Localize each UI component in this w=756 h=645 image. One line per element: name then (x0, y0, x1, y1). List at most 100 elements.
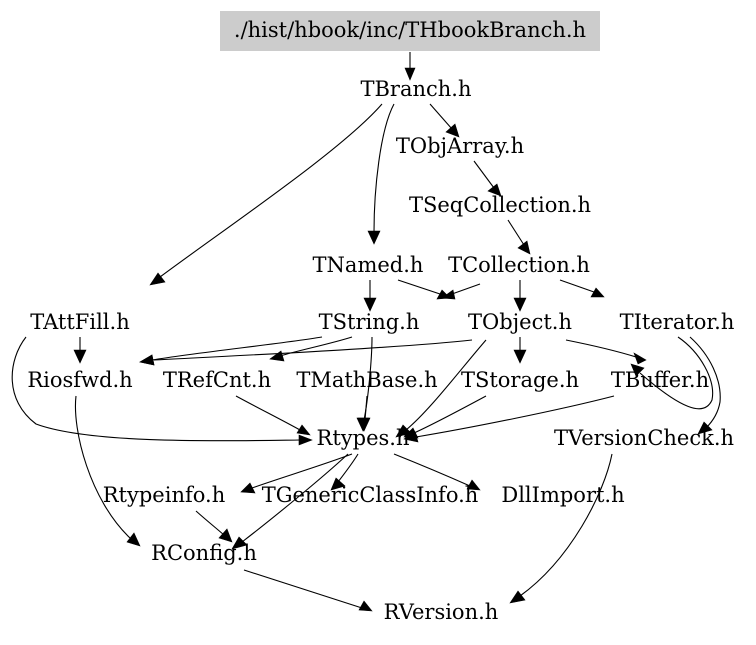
graph-node-tgenericclassinfo[interactable]: TGenericClassInfo.h (262, 483, 479, 507)
arrowhead-icon (633, 352, 647, 365)
arrowhead-icon (126, 532, 141, 547)
edge-tnamed-to-tobject (397, 279, 451, 300)
graph-node-tobjarray[interactable]: TObjArray.h (396, 134, 524, 158)
edge-line (429, 103, 453, 130)
node-highlight-box (220, 11, 600, 51)
edge-rtypes-to-dllimport (393, 453, 481, 491)
graph-node-dllimport[interactable]: DllImport.h (501, 483, 624, 507)
edge-tcollection-to-tobject2 (441, 283, 481, 300)
graph-node-rconfig[interactable]: RConfig.h (151, 541, 257, 565)
arrowhead-icon (269, 350, 285, 362)
edge-tcollection-to-tobject (513, 280, 527, 312)
graph-node-tbranch[interactable]: TBranch.h (360, 77, 471, 101)
edge-line (153, 339, 473, 361)
graph-node-tattfill[interactable]: TAttFill.h (30, 310, 129, 334)
arrowhead-icon (73, 349, 87, 364)
edge-tmathbase-to-rtypes (357, 395, 371, 432)
node-label-tcollection: TCollection.h (448, 253, 590, 277)
arrowhead-icon (367, 230, 381, 245)
edge-tversioncheck-to-rversion (509, 453, 613, 604)
graph-node-tstring[interactable]: TString.h (319, 310, 420, 334)
arrowhead-icon (697, 421, 713, 435)
edge-tstring-to-tmathbase (269, 336, 353, 362)
graph-node-tnamed[interactable]: TNamed.h (313, 253, 424, 277)
edge-line (565, 339, 637, 358)
graph-node-trefcnt[interactable]: TRefCnt.h (163, 368, 271, 392)
edge-line (639, 336, 714, 410)
node-label-titerator: TIterator.h (620, 310, 735, 334)
edge-riosfwd-to-rconfig (74, 395, 141, 547)
arrowhead-icon (330, 477, 346, 491)
arrowhead-icon (240, 482, 256, 494)
graph-node-tseqcollection[interactable]: TSeqCollection.h (409, 193, 591, 217)
edge-tstring-to-trefcnt (139, 336, 323, 366)
arrowhead-icon (296, 424, 311, 436)
node-label-tstring: TString.h (319, 310, 420, 334)
graph-node-tobject[interactable]: TObject.h (468, 310, 572, 334)
edge-titerator-to-tbuffer (630, 336, 714, 410)
graph-node-tversioncheck[interactable]: TVersionCheck.h (554, 426, 734, 450)
node-label-tbuffer: TBuffer.h (611, 368, 709, 392)
edge-line (74, 395, 131, 539)
edge-tbuffer-to-rtypes (403, 395, 615, 443)
arrowhead-icon (231, 536, 248, 550)
node-label-tnamed: TNamed.h (313, 253, 424, 277)
edge-rtypes-to-tgenericclassinfo (330, 453, 359, 491)
graph-node-root[interactable]: ./hist/hbook/inc/THbookBranch.h (220, 11, 600, 51)
edge-tattfill-to-riosfwd (73, 337, 87, 364)
node-label-tversioncheck: TVersionCheck.h (554, 426, 734, 450)
edge-line (413, 395, 487, 434)
arrowhead-icon (590, 287, 605, 298)
edge-tcollection-to-titerator (559, 279, 605, 298)
graph-node-rtypes[interactable]: Rtypes.h (317, 426, 410, 450)
graph-node-rtypeinfo[interactable]: Rtypeinfo.h (103, 483, 225, 507)
edge-titerator-to-tversioncheck (689, 336, 721, 435)
arrowhead-icon (363, 297, 377, 312)
edge-trefcnt-to-rtypes (235, 395, 311, 436)
edges-layer (11, 52, 721, 612)
node-label-rversion: RVersion.h (384, 600, 499, 624)
edge-line (397, 279, 441, 295)
arrowhead-icon (445, 123, 460, 138)
arrowhead-icon (404, 67, 416, 81)
node-label-tobjarray: TObjArray.h (396, 134, 524, 158)
edge-line (151, 336, 323, 361)
edge-rtypeinfo-to-rconfig (195, 510, 233, 543)
node-label-tbranch: TBranch.h (360, 77, 471, 101)
edge-line (243, 569, 363, 609)
graph-node-titerator[interactable]: TIterator.h (620, 310, 735, 334)
arrowhead-icon (513, 349, 527, 364)
edge-line (559, 279, 595, 293)
arrowhead-icon (517, 240, 531, 255)
edge-line (11, 336, 301, 442)
edge-line (507, 219, 525, 246)
graph-node-riosfwd[interactable]: Riosfwd.h (27, 368, 132, 392)
graph-node-tcollection[interactable]: TCollection.h (448, 253, 590, 277)
nodes-layer: ./hist/hbook/inc/THbookBranch.hTBranch.h… (27, 11, 734, 624)
node-label-tmathbase: TMathBase.h (296, 368, 437, 392)
edge-root-to-tbranch (404, 52, 416, 81)
graph-node-tmathbase[interactable]: TMathBase.h (296, 368, 437, 392)
graph-node-tstorage[interactable]: TStorage.h (461, 368, 579, 392)
edge-tbranch-to-tnamed (367, 103, 395, 245)
arrowhead-icon (630, 363, 645, 377)
arrowhead-icon (441, 289, 456, 300)
node-label-tseqcollection: TSeqCollection.h (409, 193, 591, 217)
edge-line (159, 103, 383, 278)
arrowhead-icon (466, 479, 481, 491)
edge-line (235, 395, 301, 431)
edge-line (393, 453, 471, 487)
graph-node-tbuffer[interactable]: TBuffer.h (611, 368, 709, 392)
edge-line (195, 510, 225, 536)
edge-line (337, 453, 359, 483)
edge-line (415, 395, 615, 438)
node-label-rtypeinfo: Rtypeinfo.h (103, 483, 225, 507)
edge-tseqcollection-to-tcollection (507, 219, 531, 255)
node-label-tgenericclassinfo: TGenericClassInfo.h (262, 483, 479, 507)
node-label-rconfig: RConfig.h (151, 541, 257, 565)
graph-node-rversion[interactable]: RVersion.h (384, 600, 499, 624)
arrowhead-icon (218, 528, 233, 543)
edge-line (373, 103, 395, 233)
node-label-tobject: TObject.h (468, 310, 572, 334)
